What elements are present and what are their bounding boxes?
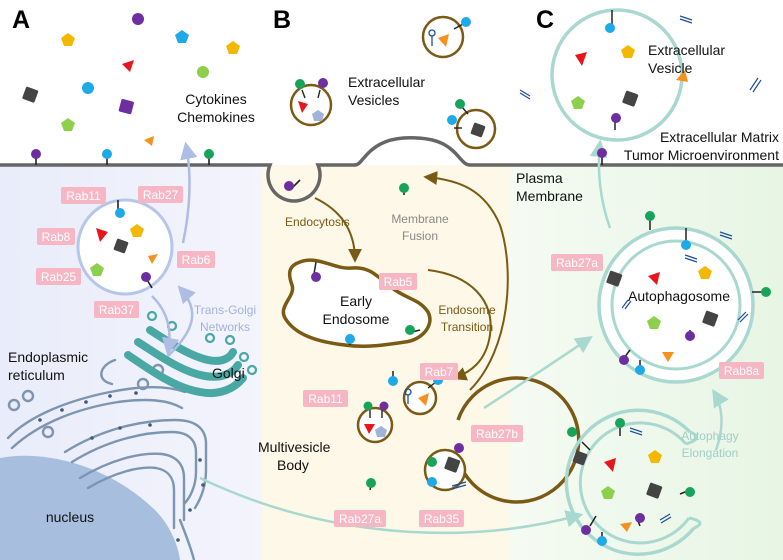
rab-tag-a-rab8: Rab8 (42, 230, 71, 244)
rab-tag-b-rab7: Rab7 (425, 365, 454, 379)
panel-a-letter: A (12, 6, 30, 34)
cargo-vesicle-a (90, 200, 158, 289)
cargo-ev-c (571, 10, 639, 130)
plasma-membrane (0, 136, 783, 203)
label-trans-golgi-1: Trans-Golgi (194, 303, 256, 317)
arrow-vesicle-to-tgn (151, 295, 180, 356)
label-nucleus: nucleus (46, 509, 94, 525)
rab-tag-b-rab5: Rab5 (384, 275, 413, 289)
rab-tag-b-rab35: Rab35 (424, 512, 460, 526)
label-early-endosome-1: Early (340, 293, 372, 309)
rab-tag-c-rab8a: Rab8a (724, 364, 760, 378)
rab-tag-a-rab6: Rab6 (182, 253, 211, 267)
arrow-endocytosis (314, 197, 362, 263)
rab-tags (36, 186, 764, 527)
cargo-free-a (22, 13, 240, 146)
label-tme: Tumor Microenvironment (624, 147, 779, 163)
label-ev-c-1: Extracellular (648, 42, 725, 58)
label-autophagy-2: Elongation (682, 446, 739, 460)
rab-tag-a-rab11: Rab11 (66, 189, 101, 203)
label-membrane-fusion-2: Fusion (402, 229, 438, 243)
arrow-elongation (712, 389, 729, 451)
label-er-1: Endoplasmic (8, 349, 88, 365)
rab-tag-c-rab27a: Rab27a (556, 256, 598, 270)
autophagosome-inner (610, 239, 742, 371)
phagophore-outer (564, 408, 696, 556)
label-early-endosome-2: Endosome (323, 311, 390, 327)
early-endosome (281, 258, 432, 348)
label-trans-golgi-2: Networks (200, 320, 250, 334)
label-golgi: Golgi (212, 365, 245, 381)
endoplasmic-reticulum (6, 358, 208, 560)
label-endosome-transition-1: Endosome (438, 303, 496, 317)
label-ev-2: Vesicles (348, 92, 399, 108)
panel-b-letter: B (273, 6, 291, 34)
cargo-phagophore (567, 418, 695, 546)
panel-c-letter: C (536, 6, 554, 34)
rab-tag-b-rab11: Rab11 (308, 392, 343, 406)
rab-tag-a-rab27: Rab27 (143, 188, 179, 202)
cargo-autophagosome (606, 211, 771, 375)
label-autophagy-1: Autophagy (681, 429, 738, 443)
label-plasma-membrane-1: Plasma (516, 170, 563, 186)
ribosomes (38, 391, 205, 542)
label-ev-1: Extracellular (348, 74, 425, 90)
label-endocytosis: Endocytosis (285, 215, 350, 229)
rab-tag-a-rab37: Rab37 (99, 303, 135, 317)
nucleus (0, 455, 180, 560)
label-plasma-membrane-2: Membrane (516, 188, 583, 204)
arrow-endosome-transition (427, 269, 492, 381)
label-mvb-2: Body (277, 457, 309, 473)
arrow-membrane-fusion (423, 171, 509, 391)
arrow-mvb-to-autophagosome (483, 336, 593, 410)
label-ecm: Extracellular Matrix (660, 129, 779, 145)
rab-tag-a-rab25: Rab25 (41, 270, 77, 284)
label-chemokines: Chemokines (177, 109, 255, 125)
label-membrane-fusion-1: Membrane (391, 212, 449, 226)
arrow-secretion (180, 141, 198, 244)
label-cytokines: Cytokines (185, 91, 246, 107)
ev-b-1 (289, 83, 333, 127)
intraluminal-vesicle-1 (356, 406, 394, 444)
label-er-2: reticulum (8, 367, 65, 383)
label-autophagosome: Autophagosome (628, 288, 730, 304)
label-endosome-transition-2: Transition (441, 320, 493, 334)
arrow-er-to-phagophore (199, 476, 584, 535)
label-ev-c-2: Vesicle (648, 60, 693, 76)
cargo-ecm (519, 15, 762, 100)
panel-b-background (262, 165, 510, 560)
label-mvb-1: Multivesicle (258, 439, 331, 455)
rab-tag-b-rab27a: Rab27a (339, 512, 381, 526)
phagophore-inner (578, 421, 691, 545)
rab-tag-b-rab27b: Rab27b (476, 427, 518, 441)
